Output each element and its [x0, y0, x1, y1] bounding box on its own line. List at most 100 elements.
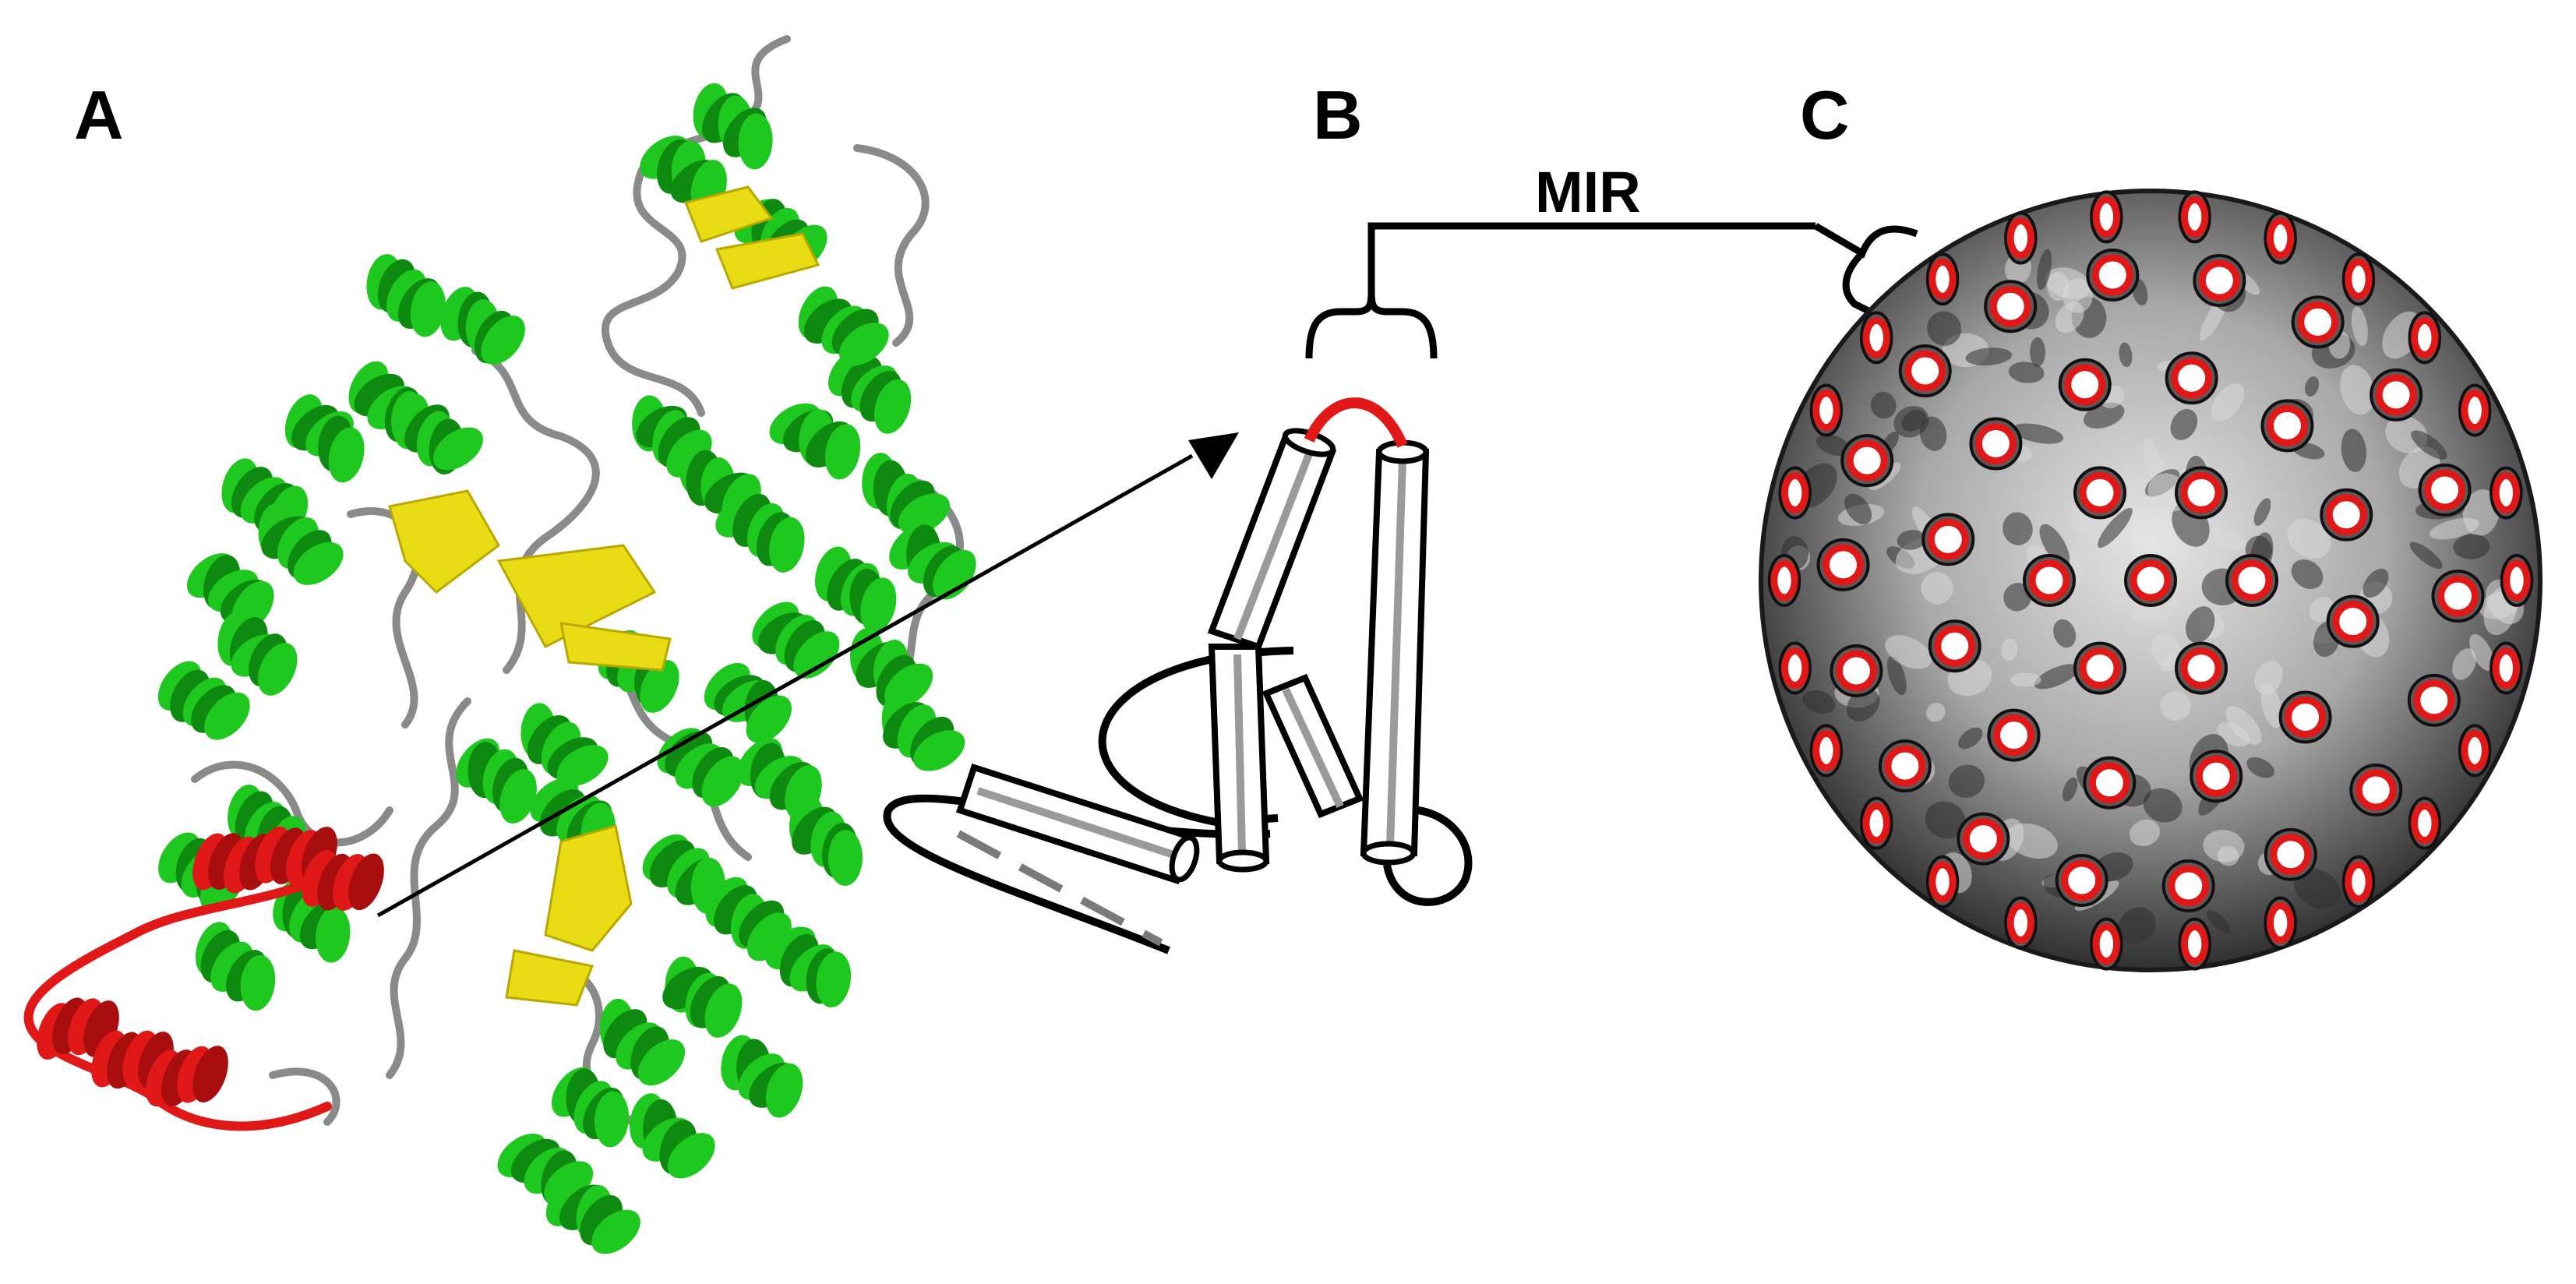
helix-10 — [715, 493, 805, 573]
helix-cylinder-diagonal — [1262, 673, 1364, 819]
helix-40 — [520, 703, 609, 787]
capsid-spike-26 — [1830, 644, 1883, 698]
beta-sheet-6 — [505, 949, 595, 1007]
helix-28 — [630, 1093, 715, 1179]
capsid-spike-59 — [2341, 252, 2376, 306]
capsid-spike-55 — [2004, 211, 2038, 265]
capsid-spike-0 — [2124, 554, 2177, 607]
helix-16 — [814, 546, 897, 633]
mir-helix-5 — [146, 1046, 228, 1107]
capsid-spike-7 — [2326, 594, 2380, 648]
helix-17 — [752, 601, 840, 679]
coil-loop-9 — [269, 1067, 341, 1126]
capsid-spike-14 — [1969, 417, 2023, 471]
capsid-spike-2 — [2175, 641, 2228, 695]
beta-sheets — [388, 185, 820, 1007]
helix-cylinder-right — [1360, 439, 1430, 866]
capsid-spike-30 — [1984, 280, 2038, 333]
capsid-spike-9 — [2190, 750, 2243, 803]
brace-c — [1813, 223, 1918, 319]
beta-sheet-0 — [683, 185, 774, 243]
capsid-spike-25 — [1878, 739, 1932, 793]
loop-upper-left — [1098, 647, 1294, 827]
loop-right — [1383, 805, 1473, 906]
helix-cylinder-horizontal — [955, 763, 1200, 884]
helix-26 — [599, 998, 686, 1086]
capsid-spike-57 — [2178, 190, 2211, 244]
capsid-spike-16 — [2165, 351, 2218, 405]
capsid-spike-35 — [2418, 463, 2472, 517]
capsid-spike-37 — [2500, 554, 2534, 607]
capsid-spikes — [1767, 190, 2534, 971]
coil-loop-2 — [471, 347, 600, 674]
coil-loop-5 — [386, 697, 471, 1079]
helix-2 — [186, 553, 274, 632]
capsid-spike-54 — [1925, 252, 1960, 306]
capsid-spike-20 — [2349, 763, 2403, 817]
capsid-spike-49 — [1778, 641, 1812, 695]
helix-31 — [545, 1177, 640, 1254]
mir-region-highlight — [23, 826, 384, 1131]
virus-capsid: C — [1759, 76, 2542, 972]
capsid-spike-52 — [1809, 383, 1844, 437]
mir-loop-red — [1304, 397, 1408, 448]
helix-18 — [704, 662, 792, 743]
capsid-spike-44 — [2090, 917, 2123, 971]
capsid-spike-43 — [2178, 917, 2211, 971]
capsid-spike-23 — [2055, 854, 2108, 908]
protein-ribbon-structure: A — [23, 35, 976, 1254]
helix-24 — [765, 926, 852, 1008]
capsid-spike-58 — [2264, 211, 2297, 265]
capsid-spike-48 — [1809, 724, 1844, 778]
helix-7 — [393, 393, 483, 474]
capsid-spike-27 — [1816, 538, 1870, 591]
helix-22 — [642, 834, 725, 914]
beta-sheet-2 — [388, 489, 500, 594]
capsid-spike-4 — [2023, 554, 2076, 607]
mir-region-coil — [23, 868, 332, 1131]
capsid-spike-12 — [1928, 619, 1981, 673]
capsid-spike-22 — [2161, 859, 2215, 912]
capsid-spike-5 — [2073, 466, 2126, 520]
capsid-spike-33 — [2291, 295, 2345, 349]
coil-loop-1 — [853, 144, 930, 347]
capsid-spike-53 — [1860, 311, 1893, 365]
helix-11 — [769, 403, 861, 480]
capsid-spike-18 — [2320, 488, 2373, 541]
capsid-spike-32 — [2193, 253, 2246, 307]
alpha-helices — [157, 83, 976, 1254]
pointer-arrow — [376, 432, 1239, 918]
capsid-spike-15 — [2058, 358, 2112, 411]
helix-14 — [862, 453, 950, 534]
capsid-spike-6 — [2175, 466, 2228, 520]
capsid-spike-11 — [1987, 708, 2041, 762]
helix-29 — [721, 1035, 803, 1118]
capsid-spike-60 — [2408, 311, 2442, 365]
capsid-spike-42 — [2264, 896, 2297, 950]
helix-15 — [889, 523, 976, 600]
coil-loop-6 — [191, 760, 393, 847]
capsid-spike-62 — [2490, 466, 2523, 520]
helix-23 — [705, 877, 792, 961]
capsid-spike-19 — [2407, 673, 2461, 727]
helix-5 — [284, 394, 365, 483]
beta-sheet-1 — [715, 232, 820, 290]
capsid-spike-47 — [1860, 796, 1893, 850]
beta-sheet-4 — [559, 622, 672, 672]
capsid-spike-28 — [1840, 434, 1894, 488]
mir-helix-2 — [302, 850, 384, 911]
capsid-spike-31 — [2086, 249, 2140, 302]
capsid-spike-41 — [2341, 855, 2376, 908]
capsid-spike-38 — [2490, 641, 2523, 695]
capsid-spike-13 — [1921, 513, 1975, 566]
capsid-spike-50 — [1767, 554, 1801, 607]
beta-sheet-5 — [544, 824, 633, 952]
helix-41 — [456, 738, 537, 824]
capsid-spike-46 — [1925, 855, 1960, 908]
helix-45 — [440, 287, 525, 365]
helix-35 — [195, 922, 276, 1011]
helix-37 — [693, 83, 773, 170]
capsid-spike-36 — [2431, 570, 2485, 623]
capsid-spike-40 — [2408, 796, 2442, 850]
